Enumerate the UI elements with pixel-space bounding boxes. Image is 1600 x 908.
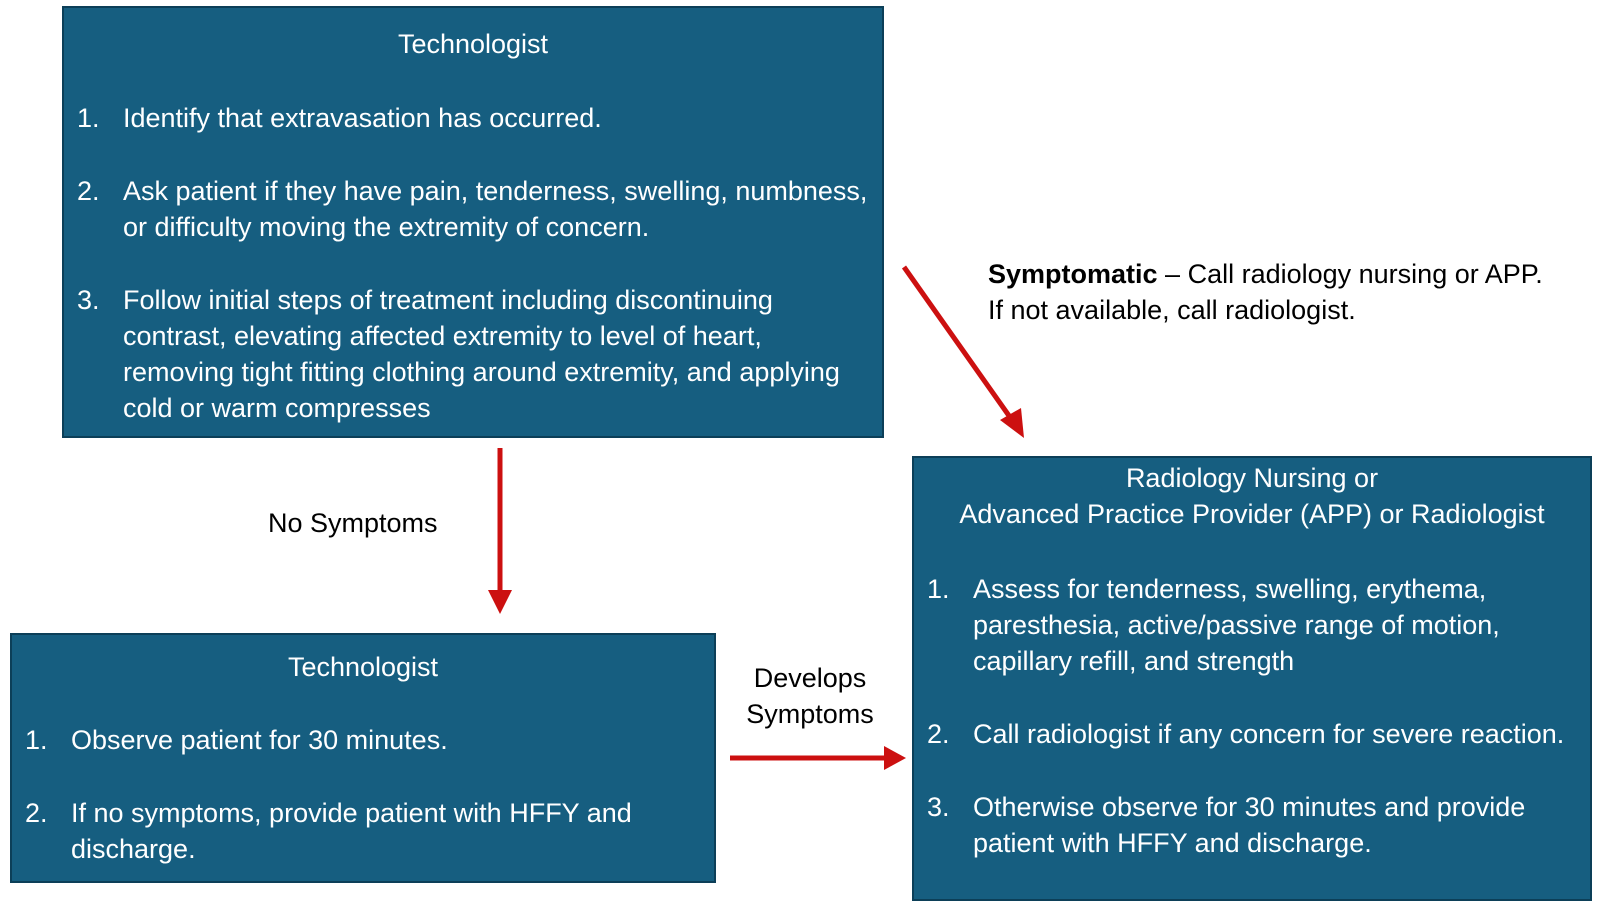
arrow-develops-symptoms-head <box>884 746 906 770</box>
technologist-initial-step-2: 2. Ask patient if they have pain, tender… <box>77 173 872 245</box>
technologist-observe-steps: 1. Observe patient for 30 minutes. 2. If… <box>25 722 704 904</box>
technologist-initial-steps: 1. Identify that extravasation has occur… <box>77 100 872 463</box>
step-number: 1. <box>77 103 100 133</box>
step-text: Observe patient for 30 minutes. <box>71 725 448 755</box>
arrow-symptomatic-head <box>1000 408 1024 438</box>
symptomatic-label-bold: Symptomatic <box>988 259 1158 289</box>
step-text: Assess for tenderness, swelling, erythem… <box>973 574 1500 676</box>
radiology-title-line-2: Advanced Practice Provider (APP) or Radi… <box>959 499 1545 529</box>
technologist-initial-step-1: 1. Identify that extravasation has occur… <box>77 100 872 136</box>
step-text: Identify that extravasation has occurred… <box>123 103 602 133</box>
develops-symptoms-label: Develops Symptoms <box>730 660 890 732</box>
step-number: 2. <box>927 719 950 749</box>
develops-symptoms-line-1: Develops <box>753 663 867 693</box>
arrow-no-symptoms-head <box>488 590 512 614</box>
arrow-no-symptoms <box>488 448 512 614</box>
arrow-symptomatic <box>901 265 1024 438</box>
radiology-title: Radiology Nursing or Advanced Practice P… <box>914 460 1590 532</box>
radiology-step-3: 3. Otherwise observe for 30 minutes and … <box>927 789 1584 861</box>
develops-symptoms-line-2: Symptoms <box>746 699 874 729</box>
technologist-observe-step-2: 2. If no symptoms, provide patient with … <box>25 795 704 867</box>
radiology-steps: 1. Assess for tenderness, swelling, eryt… <box>927 571 1584 898</box>
step-number: 3. <box>927 792 950 822</box>
step-number: 2. <box>77 176 100 206</box>
step-text: If no symptoms, provide patient with HFF… <box>71 798 632 864</box>
no-symptoms-label: No Symptoms <box>268 508 438 538</box>
step-text: Call radiologist if any concern for seve… <box>973 719 1565 749</box>
step-text: Otherwise observe for 30 minutes and pro… <box>973 792 1526 858</box>
technologist-observe-step-1: 1. Observe patient for 30 minutes. <box>25 722 704 758</box>
radiology-step-2: 2. Call radiologist if any concern for s… <box>927 716 1584 752</box>
step-number: 1. <box>25 725 48 755</box>
technologist-observe-box: Technologist 1. Observe patient for 30 m… <box>10 633 716 883</box>
radiology-box: Radiology Nursing or Advanced Practice P… <box>912 456 1592 901</box>
technologist-observe-title: Technologist <box>287 652 439 682</box>
radiology-title-line-1: Radiology Nursing or <box>1125 463 1379 493</box>
technologist-initial-step-3: 3. Follow initial steps of treatment inc… <box>77 282 872 426</box>
step-number: 3. <box>77 285 100 315</box>
step-number: 1. <box>927 574 950 604</box>
technologist-initial-box: Technologist 1. Identify that extravasat… <box>62 6 884 438</box>
step-text: Follow initial steps of treatment includ… <box>123 285 840 423</box>
step-text: Ask patient if they have pain, tendernes… <box>123 176 868 242</box>
radiology-step-1: 1. Assess for tenderness, swelling, eryt… <box>927 571 1584 679</box>
arrow-develops-symptoms <box>730 746 906 770</box>
symptomatic-label: Symptomatic – Call radiology nursing or … <box>988 256 1558 328</box>
symptomatic-label-text: – Call radiology nursing or APP. If not … <box>988 259 1543 325</box>
step-number: 2. <box>25 798 48 828</box>
technologist-initial-title: Technologist <box>397 29 549 59</box>
